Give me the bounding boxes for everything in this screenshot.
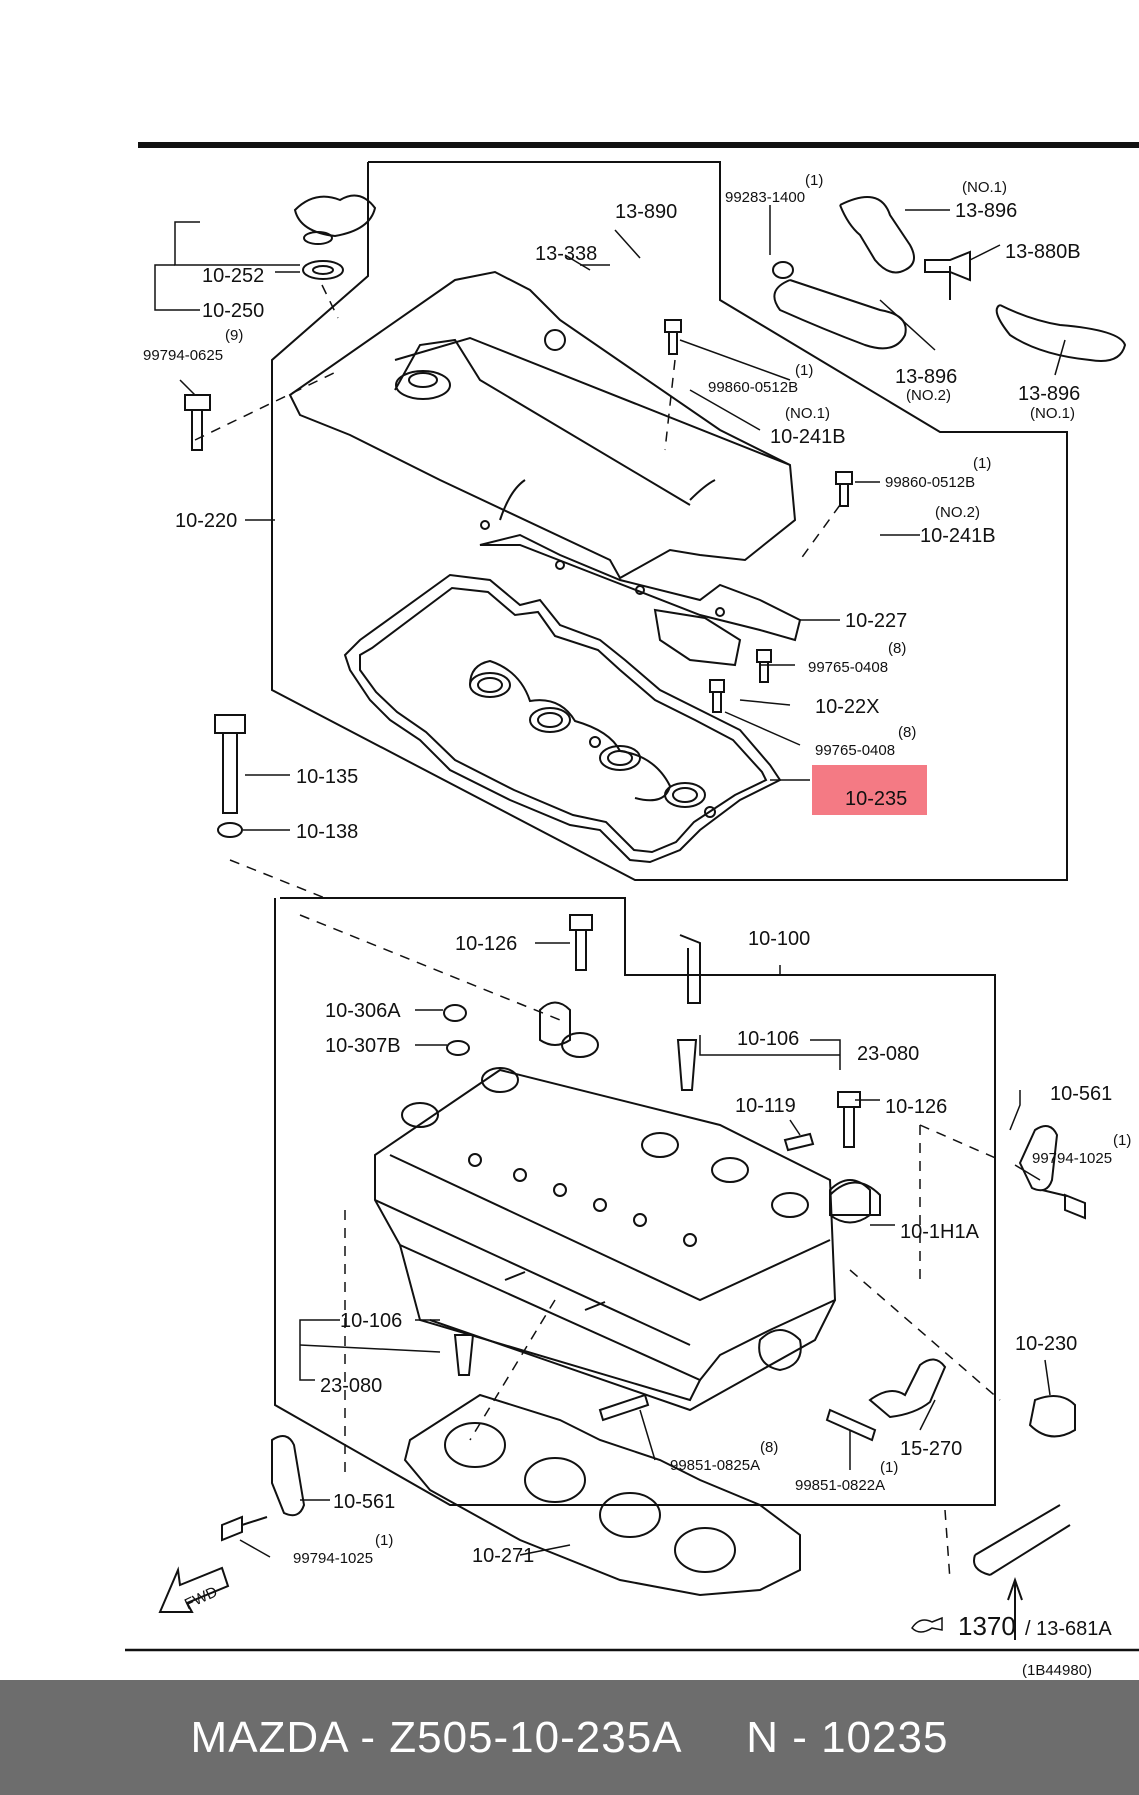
hose-13-681a — [973, 1504, 1071, 1576]
label-10-106-a: 10-106 — [737, 1028, 799, 1050]
bolts — [184, 319, 1086, 1542]
plate-10-22x — [653, 608, 742, 667]
label-99851-0825a-qty: (8) — [760, 1439, 778, 1456]
label-10-220: 10-220 — [175, 510, 237, 532]
oil-filler-cap — [293, 194, 377, 280]
label-15-270: 15-270 — [900, 1438, 962, 1460]
label-10-230: 10-230 — [1015, 1333, 1077, 1355]
label-99765-a: 99765-0408 — [808, 659, 888, 676]
seal-10-306a — [443, 1004, 467, 1022]
label-99794-1025-a-qty: (1) — [1113, 1132, 1131, 1149]
label-99851-0822a-qty: (1) — [880, 1459, 898, 1476]
label-10-106-b: 10-106 — [340, 1310, 402, 1332]
label-99851-0825a: 99851-0825A — [670, 1457, 760, 1474]
label-fwd: FWD — [182, 1583, 220, 1613]
head-group-outline — [274, 897, 996, 1506]
label-99283-1400-qty: (1) — [805, 172, 823, 189]
bracket-right — [1018, 1125, 1059, 1192]
cam-cap — [829, 1181, 881, 1216]
label-99794-0625: 99794-0625 — [143, 347, 223, 364]
breather-hoses — [772, 196, 1127, 362]
label-10-138: 10-138 — [296, 821, 358, 843]
washer-10-307b — [446, 1040, 470, 1056]
label-10-22x: 10-22X — [815, 696, 880, 718]
label-99765-a-qty: (8) — [888, 640, 906, 657]
leader-lines — [154, 205, 1066, 1558]
valve-guide-a — [676, 1039, 698, 1091]
label-99860-b: 99860-0512B — [885, 474, 975, 491]
label-13-681a: / 13-681A — [1025, 1618, 1112, 1640]
label-13-896-right: 13-896 — [1018, 383, 1080, 405]
label-1370: 1370 — [958, 1611, 1016, 1641]
label-10-126-b: 10-126 — [885, 1096, 947, 1118]
label-ref-1b44980: (1B44980) — [1022, 1662, 1092, 1679]
label-10-306a: 10-306A — [325, 1000, 401, 1022]
parts-diagram: 13-890 13-338 99283-1400 (1) (NO.1) 13-8… — [125, 142, 1139, 1679]
stud-10-119 — [783, 1132, 815, 1152]
label-10-561-b: 10-561 — [333, 1491, 395, 1513]
pipe-15-270 — [868, 1358, 947, 1419]
label-10-119: 10-119 — [735, 1095, 796, 1117]
label-10-235: 10-235 — [845, 788, 907, 810]
label-23-080-b: 23-080 — [320, 1375, 382, 1397]
footer-text: MAZDA - Z505-10-235A N - 10235 — [190, 1712, 949, 1762]
label-10-561-a: 10-561 — [1050, 1083, 1112, 1105]
label-no1-241: (NO.1) — [785, 405, 830, 422]
fwd-arrow — [158, 1566, 230, 1613]
label-99765-b: 99765-0408 — [815, 742, 895, 759]
label-no1-top: (NO.1) — [962, 179, 1007, 196]
cylinder-head-cover — [288, 270, 802, 642]
label-10-135: 10-135 — [296, 766, 358, 788]
part-number-footer: MAZDA - Z505-10-235A N - 10235 — [0, 1680, 1139, 1795]
tool-icon — [911, 1616, 943, 1633]
label-10-241b-a: 10-241B — [770, 426, 846, 448]
label-10-1h1a: 10-1H1A — [900, 1221, 980, 1243]
cover-group-outline — [271, 161, 1068, 881]
label-99794-1025-a: 99794-1025 — [1032, 1150, 1112, 1167]
label-10-126-a: 10-126 — [455, 933, 517, 955]
stud-99851-0825a — [598, 1393, 650, 1422]
label-99851-0822a: 99851-0822A — [795, 1477, 885, 1494]
label-99794-0625-qty: (9) — [225, 327, 243, 344]
label-23-080-a: 23-080 — [857, 1043, 919, 1065]
label-13-896-top: 13-896 — [955, 200, 1017, 222]
label-13-896-mid: 13-896 — [895, 366, 957, 388]
cover-gasket — [343, 573, 782, 864]
label-10-241b-b: 10-241B — [920, 525, 996, 547]
stud-99851-0822a — [825, 1408, 877, 1442]
arrow-1370 — [1007, 1576, 1023, 1640]
label-13-338: 13-338 — [535, 243, 597, 265]
label-10-252: 10-252 — [202, 265, 264, 287]
label-no2-241: (NO.2) — [935, 504, 980, 521]
label-99765-b-qty: (8) — [898, 724, 916, 741]
cylinder-head — [374, 934, 871, 1412]
label-no2-mid: (NO.2) — [906, 387, 951, 404]
label-99860-a: 99860-0512B — [708, 379, 798, 396]
guide-lines — [194, 284, 1001, 1581]
label-99860-b-qty: (1) — [973, 455, 991, 472]
label-10-271: 10-271 — [472, 1545, 534, 1567]
label-10-307b: 10-307B — [325, 1035, 401, 1057]
label-99794-1025-b: 99794-1025 — [293, 1550, 373, 1567]
label-99794-1025-b-qty: (1) — [375, 1532, 393, 1549]
label-10-100: 10-100 — [748, 928, 810, 950]
label-99860-a-qty: (1) — [795, 362, 813, 379]
bracket-left — [271, 1435, 306, 1517]
label-no1-right: (NO.1) — [1030, 405, 1075, 422]
label-10-250: 10-250 — [202, 300, 264, 322]
label-13-890: 13-890 — [615, 201, 677, 223]
cap-10-230 — [1028, 1395, 1076, 1438]
valve-guide-b — [453, 1334, 475, 1376]
label-13-880b: 13-880B — [1005, 241, 1081, 263]
head-gasket — [403, 1393, 801, 1597]
label-99283-1400: 99283-1400 — [725, 189, 805, 206]
highlight-box — [812, 765, 927, 815]
label-10-227: 10-227 — [845, 610, 907, 632]
